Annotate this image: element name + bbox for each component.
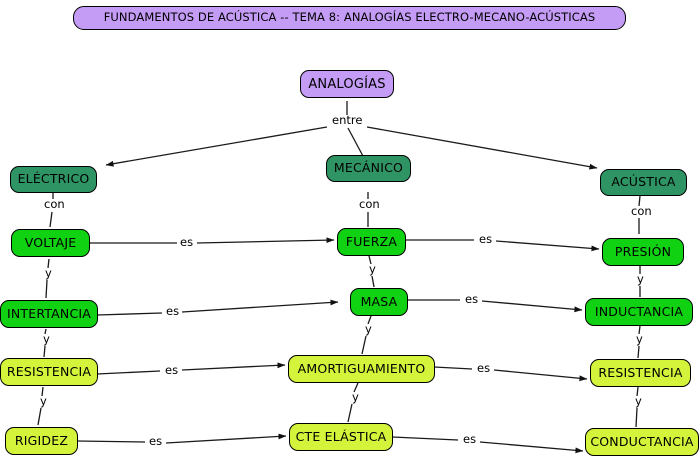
node-cte-elastica[interactable]: CTE ELÁSTICA (289, 423, 393, 451)
link-resistencia-to-amort (96, 370, 161, 375)
node-inductancia[interactable]: INDUCTANCIA (585, 298, 693, 326)
node-masa[interactable]: MASA (350, 288, 408, 316)
edge-label-es-masa-inductancia: es (463, 292, 481, 306)
node-analogias[interactable]: ANALOGÍAS (300, 70, 394, 98)
edge-label-y-resistencia-conductancia: y (633, 394, 644, 408)
edge-label-es-voltaje-fuerza: es (178, 235, 196, 249)
node-resistencia-acustica[interactable]: RESISTENCIA (590, 359, 691, 387)
node-rigidez[interactable]: RIGIDEZ (5, 427, 78, 455)
node-fuerza[interactable]: FUERZA (337, 228, 406, 256)
edge-label-es-intertancia-masa: es (164, 304, 182, 318)
edge-label-es-cte-conductancia: es (461, 432, 479, 446)
link-y8-to-resistencia-a (637, 345, 640, 359)
link-voltaje-to-fuerza-b (196, 237, 335, 244)
edge-label-es-resistencia-amort: es (163, 363, 181, 377)
node-conductancia[interactable]: CONDUCTANCIA (585, 428, 699, 456)
link-entre-to-mecanico (347, 127, 365, 159)
link-resistencia-to-amort-b (181, 362, 286, 371)
edge-label-y-resistencia-rigidez: y (38, 394, 49, 408)
edge-label-y-fuerza-masa: y (367, 262, 378, 276)
link-y6-to-cte (347, 403, 353, 423)
link-amort-to-resistencia (433, 366, 473, 370)
edge-label-es-fuerza-presion: es (477, 232, 495, 246)
edge-label-con-mecanico: con (357, 197, 382, 211)
link-fuerza-to-presion-b (495, 240, 600, 252)
node-electrico[interactable]: ELÉCTRICO (10, 166, 97, 193)
link-masa-to-inductancia-b (481, 300, 583, 313)
edge-label-es-amort-resistencia: es (475, 361, 493, 375)
link-rigidez-to-cte (76, 440, 146, 443)
link-y1-to-intertancia (45, 279, 48, 299)
edge-label-y-presion-inductancia: y (635, 272, 646, 286)
link-con-to-voltaje (49, 211, 53, 228)
link-intertancia-to-masa-b (181, 299, 339, 313)
node-mecanico[interactable]: MECÁNICO (326, 155, 411, 182)
node-acustica[interactable]: ACÚSTICA (600, 169, 687, 196)
node-presion[interactable]: PRESIÓN (602, 238, 684, 266)
edge-label-y-masa-amort: y (363, 322, 374, 336)
edge-label-con-acustica: con (629, 204, 654, 218)
edge-label-y-inductancia-resistencia: y (634, 332, 645, 346)
link-cte-to-conductancia (391, 436, 459, 441)
map-title-banner: FUNDAMENTOS DE ACÚSTICA -- TEMA 8: ANALO… (73, 6, 626, 30)
link-y2-to-resistencia (43, 345, 46, 358)
link-y3-to-rigidez (37, 407, 42, 426)
node-amortiguamiento[interactable]: AMORTIGUAMIENTO (288, 355, 435, 383)
edge-label-es-rigidez-cte: es (147, 434, 165, 448)
edge-label-entre: entre (330, 113, 365, 127)
link-y5-to-amort (361, 335, 367, 355)
edge-label-y-voltaje-intertancia: y (43, 266, 54, 280)
link-rigidez-to-cte-b (165, 433, 287, 444)
node-intertancia[interactable]: INTERTANCIA (0, 300, 98, 328)
node-voltaje[interactable]: VOLTAJE (11, 229, 90, 257)
node-resistencia-electrica[interactable]: RESISTENCIA (0, 358, 98, 386)
link-amort-to-resistencia-b (493, 369, 588, 382)
edge-label-y-amort-cte: y (350, 390, 361, 404)
link-cte-to-conductancia-b (479, 441, 584, 454)
edge-label-con-electrico: con (42, 197, 67, 211)
link-entre-to-electrico (105, 126, 328, 167)
link-y9-to-conductancia (635, 407, 638, 428)
link-intertancia-to-masa (96, 312, 163, 316)
edge-label-y-intertancia-resistencia: y (41, 332, 52, 346)
link-y4-to-masa (371, 275, 375, 288)
